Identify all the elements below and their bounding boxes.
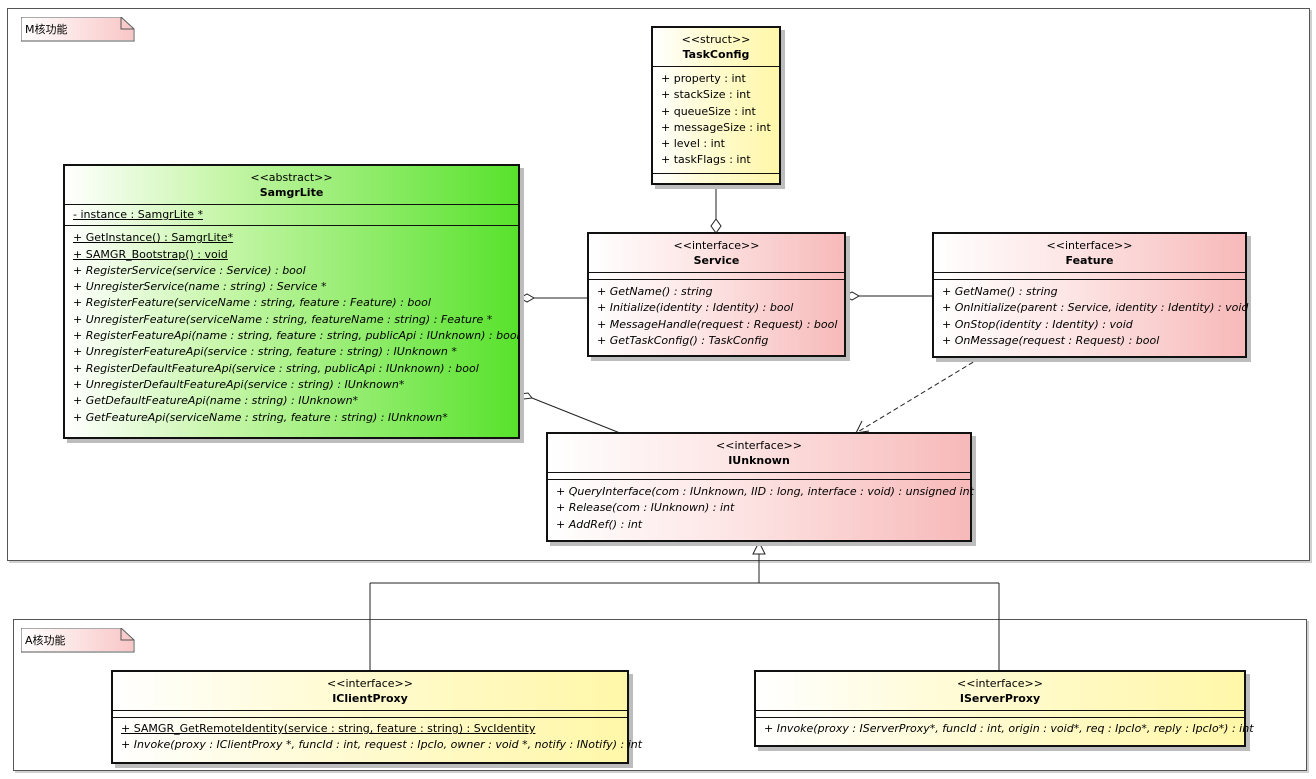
operation: + Initialize(identity : Identity) : bool	[597, 301, 794, 315]
samgrlite-attributes: - instance : SamgrLite *	[65, 204, 518, 225]
feature-stereotype: <<interface>>	[1046, 239, 1133, 252]
service-operations: + GetName() : string + Initialize(identi…	[589, 279, 844, 353]
class-iunknown[interactable]: <<interface>> IUnknown + QueryInterface(…	[546, 432, 974, 542]
operation: + Invoke(proxy : IClientProxy *, funcId …	[121, 738, 643, 752]
feature-name: Feature	[1065, 254, 1114, 267]
iclientproxy-operations: + SAMGR_GetRemoteIdentity(service : stri…	[113, 717, 643, 758]
service-attributes	[589, 272, 844, 279]
operation: + GetInstance() : SamgrLite*	[73, 231, 234, 245]
samgrlite-operations: + GetInstance() : SamgrLite* + SAMGR_Boo…	[65, 225, 520, 430]
iclientproxy-stereotype: <<interface>>	[327, 677, 413, 690]
attribute: + queueSize : int	[661, 104, 756, 118]
taskconfig-attributes: + property : int + stackSize : int + que…	[653, 66, 779, 173]
operation: + OnInitialize(parent : Service, identit…	[942, 301, 1249, 315]
operation: + RegisterDefaultFeatureApi(service : st…	[73, 361, 479, 375]
operation: + SAMGR_GetRemoteIdentity(service : stri…	[121, 722, 536, 735]
class-iserverproxy[interactable]: <<interface>> IServerProxy + Invoke(prox…	[754, 670, 1254, 747]
operation: + UnregisterFeature(serviceName : string…	[73, 312, 493, 326]
attribute: + taskFlags : int	[661, 153, 751, 167]
operation: + RegisterFeature(serviceName : string, …	[73, 296, 431, 310]
attribute: + stackSize : int	[661, 88, 751, 102]
operation: + OnMessage(request : Request) : bool	[942, 333, 1160, 347]
attribute: + level : int	[661, 137, 725, 151]
feature-operations: + GetName() : string + OnInitialize(pare…	[934, 279, 1249, 353]
class-feature[interactable]: <<interface>> Feature + GetName() : stri…	[932, 232, 1249, 358]
feature-attributes	[934, 272, 1245, 279]
iserverproxy-attributes	[756, 710, 1244, 717]
operation: + SAMGR_Bootstrap() : void	[73, 247, 228, 261]
operation: + UnregisterService(name : string) : Ser…	[73, 280, 327, 294]
samgrlite-stereotype: <<abstract>>	[250, 171, 333, 184]
iclientproxy-name: IClientProxy	[332, 692, 408, 705]
operation: + RegisterFeatureApi(name : string, feat…	[73, 329, 520, 343]
class-iclientproxy[interactable]: <<interface>> IClientProxy + SAMGR_GetRe…	[111, 670, 643, 764]
iserverproxy-name: IServerProxy	[959, 692, 1041, 705]
iunknown-operations: + QueryInterface(com : IUnknown, IID : l…	[548, 479, 974, 537]
operation: + RegisterService(service : Service) : b…	[73, 263, 306, 277]
taskconfig-stereotype: <<struct>>	[681, 33, 751, 46]
operation: + GetName() : string	[597, 285, 713, 298]
service-name: Service	[693, 254, 740, 267]
operation: + Release(com : IUnknown) : int	[556, 501, 735, 515]
package-m-core-label: M核功能	[21, 17, 137, 42]
service-stereotype: <<interface>>	[673, 239, 760, 252]
class-taskconfig[interactable]: <<struct>> TaskConfig + property : int +…	[651, 26, 781, 185]
class-samgrlite[interactable]: <<abstract>> SamgrLite - instance : Samg…	[63, 164, 520, 439]
samgrlite-name: SamgrLite	[259, 186, 324, 199]
operation: + GetName() : string	[942, 285, 1058, 298]
operation: + OnStop(identity : Identity) : void	[942, 317, 1133, 331]
iserverproxy-stereotype: <<interface>>	[957, 677, 1043, 690]
class-service[interactable]: <<interface>> Service + GetName() : stri…	[587, 232, 846, 357]
iunknown-attributes	[548, 472, 970, 479]
iunknown-stereotype: <<interface>>	[716, 439, 802, 452]
aggregation-diamond-samgr-service	[518, 293, 536, 303]
iclientproxy-attributes	[113, 710, 627, 717]
attribute: + property : int	[661, 72, 746, 85]
aggregation-diamond-samgr-iunknown	[519, 392, 533, 400]
samgr-iunknown-link	[531, 397, 626, 436]
aggregation-diamond-service	[710, 218, 722, 234]
package-m-core-title: M核功能	[25, 23, 68, 36]
package-a-core-title: A核功能	[25, 634, 66, 647]
aggregation-diamond-service-feature	[843, 291, 861, 301]
operation: + UnregisterDefaultFeatureApi(service : …	[73, 377, 405, 391]
operation: + QueryInterface(com : IUnknown, IID : l…	[556, 485, 974, 498]
iserverproxy-operations: + Invoke(proxy : IServerProxy*, funcId :…	[756, 717, 1254, 741]
operation: + GetFeatureApi(serviceName : string, fe…	[73, 410, 448, 424]
operation: + GetDefaultFeatureApi(name : string) : …	[73, 394, 359, 408]
operation: + AddRef() : int	[556, 517, 643, 531]
generalization-arrow	[752, 540, 766, 555]
attribute: + messageSize : int	[661, 120, 771, 134]
package-a-core-label: A核功能	[21, 628, 137, 653]
operation: + Invoke(proxy : IServerProxy*, funcId :…	[764, 722, 1254, 735]
operation: + GetTaskConfig() : TaskConfig	[597, 333, 769, 347]
operation: + UnregisterFeatureApi(service : string,…	[73, 345, 457, 359]
iunknown-name: IUnknown	[728, 454, 790, 467]
taskconfig-name: TaskConfig	[682, 48, 750, 61]
operation: + MessageHandle(request : Request) : boo…	[597, 317, 838, 331]
feature-iunknown-realization	[855, 357, 981, 434]
taskconfig-operations	[653, 172, 779, 176]
attribute: - instance : SamgrLite *	[73, 208, 203, 221]
